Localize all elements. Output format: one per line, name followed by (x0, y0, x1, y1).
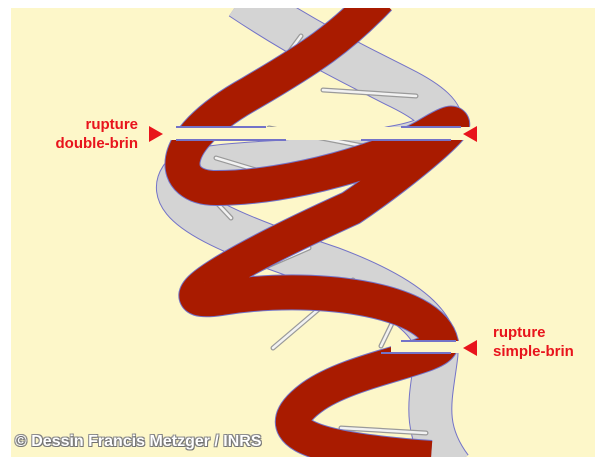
double-break-gap (171, 127, 471, 140)
double-break-label-line1: rupture (56, 115, 139, 134)
dna-diagram: rupture double-brin rupture simple-brin … (11, 8, 595, 457)
double-break-label-line2: double-brin (56, 134, 139, 153)
dna-double-helix (11, 8, 595, 457)
image-credit: © Dessin Francis Metzger / INRS (15, 433, 262, 451)
single-break-label: rupture simple-brin (493, 323, 574, 361)
single-break-gap (391, 341, 461, 353)
single-break-label-line1: rupture (493, 323, 574, 342)
double-break-label: rupture double-brin (56, 115, 139, 153)
single-break-label-line2: simple-brin (493, 342, 574, 361)
